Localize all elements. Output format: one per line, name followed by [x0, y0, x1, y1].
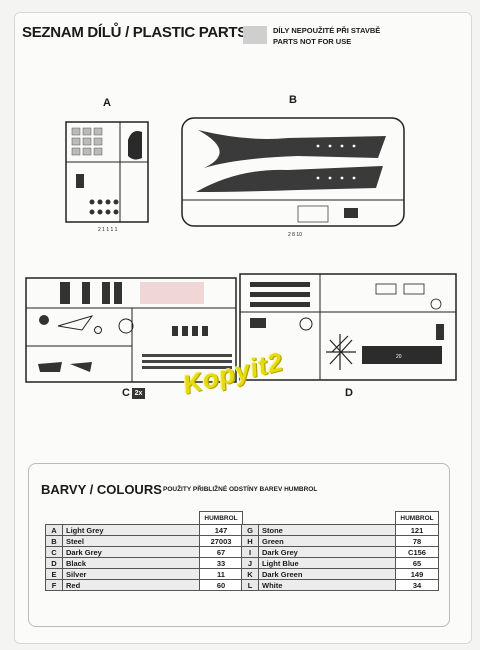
sprue-a-drawing: 2 1 1 1 1: [65, 121, 149, 233]
svg-text:20: 20: [396, 354, 402, 360]
svg-text:2 8 10: 2 8 10: [288, 232, 302, 238]
page-title: SEZNAM DÍLŮ / PLASTIC PARTS: [22, 24, 247, 41]
unused-parts-swatch: [243, 26, 267, 44]
unused-note-en: PARTS NOT FOR USE: [273, 37, 352, 46]
sprue-a-label: A: [103, 97, 111, 109]
sprue-b-drawing: 2 8 10: [181, 117, 405, 238]
colours-title: BARVY / COLOURS: [41, 482, 162, 497]
humbrol-header: HUMBROL: [199, 511, 243, 525]
unused-parts-note: DÍLY NEPOUŽITÉ PŘI STAVBĚ PARTS NOT FOR …: [273, 25, 380, 47]
sprue-c-quantity-badge: 2x: [132, 388, 145, 399]
sprue-d-drawing: 20: [239, 273, 457, 381]
colours-panel: BARVY / COLOURS POUŽITY PŘIBLIŽNÉ ODSTÍN…: [28, 463, 450, 627]
sprue-b-label: B: [289, 94, 297, 106]
sprue-c-drawing: [25, 277, 237, 383]
svg-text:2 1 1 1 1: 2 1 1 1 1: [98, 227, 118, 233]
humbrol-header: HUMBROL: [395, 511, 439, 525]
unused-note-cz: DÍLY NEPOUŽITÉ PŘI STAVBĚ: [273, 26, 381, 35]
colours-subtitle: POUŽITY PŘIBLIŽNÉ ODSTÍNY BAREV HUMBROL: [163, 486, 318, 493]
sprue-c-label: C: [122, 387, 130, 399]
sprue-d-label: D: [345, 387, 353, 399]
